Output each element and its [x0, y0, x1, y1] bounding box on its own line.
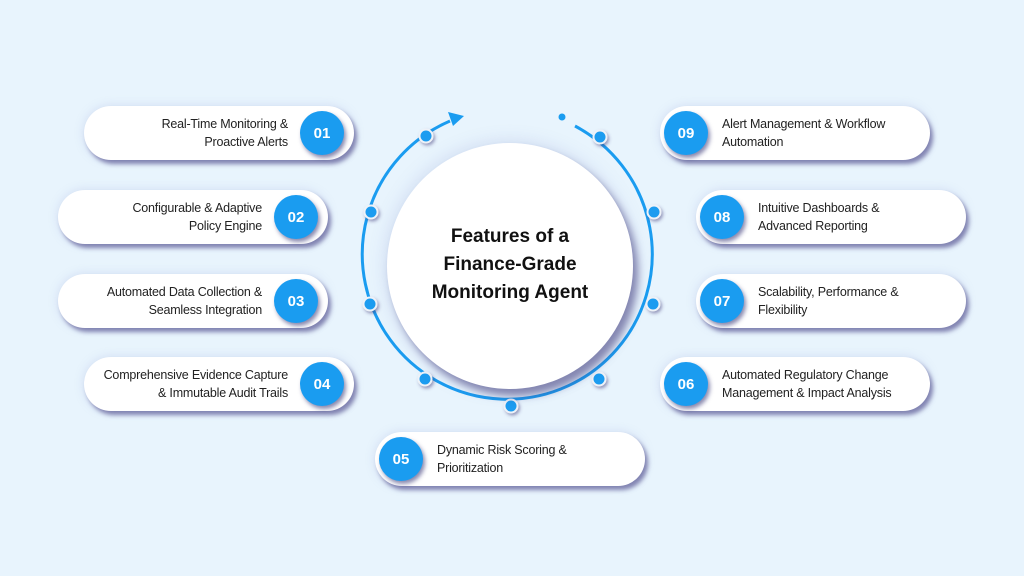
connector-dot-icon: [645, 296, 661, 312]
number-badge: 01: [300, 111, 344, 155]
connector-dot-icon: [503, 398, 519, 414]
feature-label-line2: Automation: [722, 135, 784, 149]
feature-card-07: 07 Scalability, Performance & Flexibilit…: [696, 274, 966, 328]
feature-label-line1: Configurable & Adaptive: [132, 201, 262, 215]
number-badge: 09: [664, 111, 708, 155]
feature-card-02: Configurable & Adaptive Policy Engine 02: [58, 190, 328, 244]
feature-label: Real-Time Monitoring & Proactive Alerts: [161, 106, 289, 160]
connector-dot-icon: [363, 204, 379, 220]
number-badge: 07: [700, 279, 744, 323]
title-line-2: Finance-Grade: [443, 254, 577, 275]
feature-card-05: 05 Dynamic Risk Scoring & Prioritization: [375, 432, 645, 486]
feature-label: Automated Data Collection & Seamless Int…: [107, 274, 262, 328]
feature-label: Comprehensive Evidence Capture & Immutab…: [103, 357, 289, 411]
feature-label-line1: Alert Management & Workflow: [722, 117, 886, 131]
feature-label-line1: Automated Data Collection &: [106, 285, 262, 299]
number-badge: 05: [379, 437, 423, 481]
number-badge: 08: [700, 195, 744, 239]
diagram-title: Features of a Finance-Grade Monitoring A…: [410, 223, 610, 307]
feature-label-line1: Comprehensive Evidence Capture: [103, 368, 289, 382]
connector-dot-icon: [418, 128, 434, 144]
feature-label-line1: Automated Regulatory Change: [722, 368, 889, 382]
number-badge: 04: [300, 362, 344, 406]
arrow-head-icon: [448, 112, 464, 126]
feature-label-line2: Proactive Alerts: [204, 135, 288, 149]
number-badge: 06: [664, 362, 708, 406]
feature-label-line1: Real-Time Monitoring &: [161, 117, 289, 131]
connector-dot-icon: [417, 371, 433, 387]
feature-label-line2: Policy Engine: [188, 219, 262, 233]
feature-label-line1: Scalability, Performance &: [758, 285, 899, 299]
title-line-3: Monitoring Agent: [431, 282, 589, 303]
connector-dot-icon: [591, 371, 607, 387]
feature-card-08: 08 Intuitive Dashboards & Advanced Repor…: [696, 190, 966, 244]
start-dot-icon: [558, 113, 566, 121]
feature-label-line2: Advanced Reporting: [758, 219, 868, 233]
feature-label: Alert Management & Workflow Automation: [722, 106, 885, 160]
connector-dot-icon: [592, 129, 608, 145]
feature-label-line1: Dynamic Risk Scoring &: [437, 443, 567, 457]
feature-label-line1: Intuitive Dashboards &: [758, 201, 880, 215]
feature-card-04: Comprehensive Evidence Capture & Immutab…: [84, 357, 354, 411]
feature-label: Scalability, Performance & Flexibility: [758, 274, 899, 328]
feature-card-03: Automated Data Collection & Seamless Int…: [58, 274, 328, 328]
feature-label-line2: & Immutable Audit Trails: [158, 386, 288, 400]
feature-label-line2: Seamless Integration: [148, 303, 263, 317]
feature-card-06: 06 Automated Regulatory Change Managemen…: [660, 357, 930, 411]
feature-label-line2: Flexibility: [758, 303, 808, 317]
feature-label: Dynamic Risk Scoring & Prioritization: [437, 432, 567, 486]
feature-label-line2: Prioritization: [437, 461, 503, 475]
title-line-1: Features of a: [450, 226, 570, 247]
connector-dot-icon: [362, 296, 378, 312]
number-badge: 03: [274, 279, 318, 323]
center-title-circle: Features of a Finance-Grade Monitoring A…: [387, 143, 633, 389]
connector-dot-icon: [646, 204, 662, 220]
feature-label: Intuitive Dashboards & Advanced Reportin…: [758, 190, 880, 244]
feature-label: Automated Regulatory Change Management &…: [722, 357, 892, 411]
feature-label-line2: Management & Impact Analysis: [722, 386, 892, 400]
number-badge: 02: [274, 195, 318, 239]
feature-label: Configurable & Adaptive Policy Engine: [132, 190, 262, 244]
feature-card-09: 09 Alert Management & Workflow Automatio…: [660, 106, 930, 160]
feature-card-01: Real-Time Monitoring & Proactive Alerts …: [84, 106, 354, 160]
